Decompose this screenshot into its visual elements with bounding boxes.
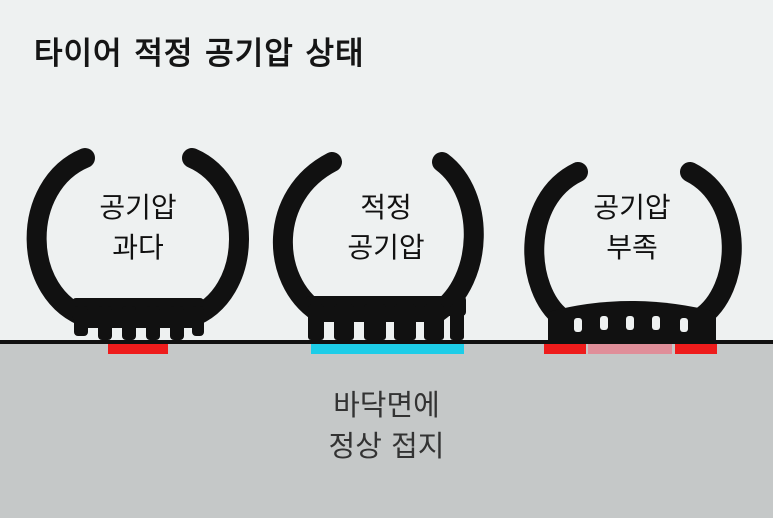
tire-label-line2: 과다 [112, 231, 164, 264]
tire-label-line1: 공기압 [593, 191, 671, 224]
ground-label-line2: 정상 접지 [328, 429, 445, 463]
tire-overinflated [26, 148, 249, 340]
contact-patch-proper [311, 344, 464, 354]
tire-label-line1: 적정 [360, 191, 412, 224]
ground-surface [0, 340, 773, 518]
tire-underinflated [524, 162, 742, 340]
tire-label-line2: 부족 [606, 231, 658, 264]
ground-label: 바닥면에 정상 접지 [0, 385, 773, 467]
tire-label-overinflated: 공기압 과다 [78, 188, 198, 268]
contact-patch-over [108, 344, 168, 354]
contact-patch-under-right [675, 344, 717, 354]
contact-patch-under-left [544, 344, 586, 354]
diagram-title: 타이어 적정 공기압 상태 [34, 36, 365, 72]
ground-label-line1: 바닥면에 [333, 388, 440, 422]
tire-label-proper: 적정 공기압 [326, 188, 446, 268]
tire-label-line1: 공기압 [99, 191, 177, 224]
tire-label-underinflated: 공기압 부족 [572, 188, 692, 268]
tire-label-line2: 공기압 [347, 231, 425, 264]
contact-patch-under-center [588, 344, 672, 354]
tire-proper [272, 152, 484, 340]
